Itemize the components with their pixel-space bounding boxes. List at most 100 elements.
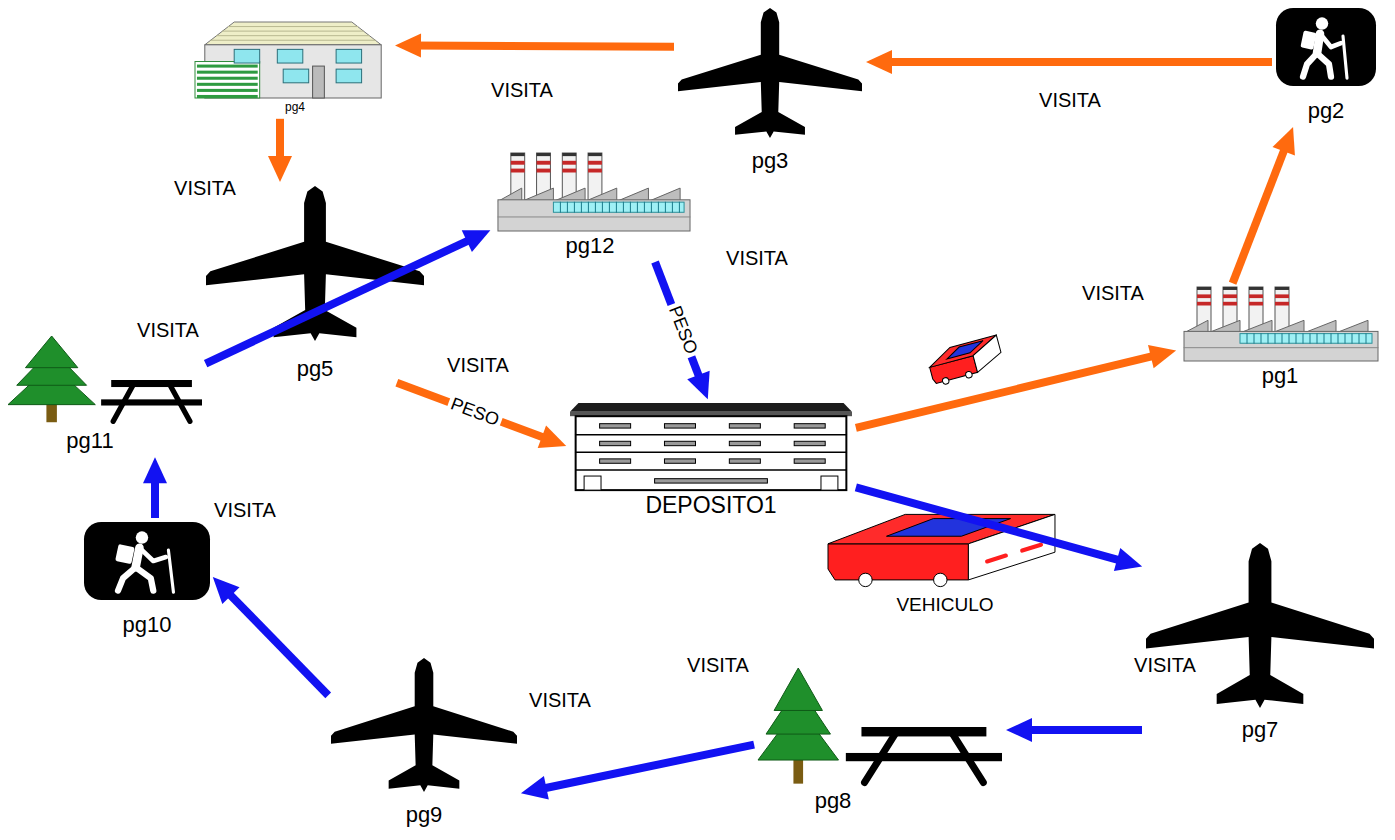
factory-node: pg1 xyxy=(1180,287,1380,388)
car-back xyxy=(970,335,1005,372)
arrow-head xyxy=(1148,345,1176,368)
flow-arrow xyxy=(655,262,710,399)
window-bar xyxy=(567,202,568,212)
garage-stripe xyxy=(197,77,258,80)
hiker-leg xyxy=(1303,53,1317,76)
warehouse-window xyxy=(664,459,695,463)
window-bar xyxy=(1359,334,1360,344)
window-bar xyxy=(1261,334,1262,344)
window-bar xyxy=(1310,334,1311,344)
window-bar xyxy=(1324,334,1325,344)
roof-line xyxy=(217,35,370,36)
chimney-band xyxy=(1223,302,1237,306)
chimney-band xyxy=(537,169,551,173)
arrow-head xyxy=(1114,548,1142,571)
window-bar xyxy=(679,202,680,212)
plane-icon xyxy=(331,658,517,802)
chimney-band xyxy=(537,161,551,165)
hiker-node: pg10 xyxy=(84,522,210,637)
house-drawing xyxy=(195,22,381,98)
node-label: pg7 xyxy=(1242,717,1279,742)
flow-arrow xyxy=(213,577,328,695)
chimney-band xyxy=(588,161,602,165)
picnic-drawing xyxy=(8,336,202,422)
plane-icon xyxy=(678,8,862,148)
garage-stripe xyxy=(197,65,258,68)
arrow-head xyxy=(1273,127,1295,156)
chimney-band xyxy=(1275,302,1289,306)
chimney-band xyxy=(1197,294,1211,298)
car-wheel xyxy=(934,573,947,586)
flow-arrow xyxy=(268,119,292,182)
picnic-drawing xyxy=(758,668,1002,784)
node-label: pg8 xyxy=(815,788,852,813)
window-bar xyxy=(1296,334,1297,344)
edge-label: VISITA xyxy=(488,79,556,102)
window-bar xyxy=(609,202,610,212)
hiker-leg xyxy=(136,567,154,590)
node-label: pg3 xyxy=(752,148,789,173)
hiker-drawing xyxy=(84,522,210,600)
arrow-line xyxy=(882,58,1272,66)
warehouse-window xyxy=(655,479,768,483)
arrow-head xyxy=(687,371,709,400)
arrow-head xyxy=(143,457,167,483)
roof-line xyxy=(228,26,357,27)
plane-node: pg9 xyxy=(331,658,517,827)
window-bar xyxy=(595,202,596,212)
free-label: VISITA xyxy=(726,247,788,270)
plane-node: pg7 xyxy=(1146,543,1374,742)
warehouse-window xyxy=(794,459,825,463)
car-node: VEHICULO xyxy=(828,506,1062,616)
window-bar xyxy=(644,202,645,212)
edge-label: VISITA xyxy=(171,177,239,200)
car-wheel xyxy=(859,573,872,586)
arrow-line xyxy=(224,588,329,695)
table-top xyxy=(111,380,192,387)
window-strip xyxy=(553,202,684,212)
window-bar xyxy=(1254,334,1255,344)
house-node: pg4 xyxy=(195,22,391,115)
node-label: pg5 xyxy=(297,356,334,381)
window-bar xyxy=(1289,334,1290,344)
warehouse-door xyxy=(821,476,838,490)
tree-crown xyxy=(25,336,77,368)
free-label: VISITA xyxy=(137,319,199,342)
chimney-band xyxy=(562,169,576,173)
plane-drawing xyxy=(331,658,517,792)
window-bar xyxy=(672,202,673,212)
warehouse-window xyxy=(729,459,760,463)
small-car-icon xyxy=(926,335,1005,387)
node-label: pg1 xyxy=(1262,363,1299,388)
edge-label: VISITA xyxy=(684,654,752,677)
chimney-cap xyxy=(588,153,602,156)
window-bar xyxy=(630,202,631,212)
window-bar xyxy=(658,202,659,212)
window-bar xyxy=(1303,334,1304,344)
picnic-node: pg11 xyxy=(8,336,202,453)
node-label: pg9 xyxy=(406,802,443,827)
factory-drawing xyxy=(498,153,690,231)
edge-label: VISITA xyxy=(526,689,594,712)
window-bar xyxy=(560,202,561,212)
arrow-line xyxy=(536,745,754,790)
hiker-icon xyxy=(84,522,210,612)
flow-arrow xyxy=(143,457,167,518)
roof-line xyxy=(211,40,376,41)
free-label: VISITA xyxy=(1134,654,1196,677)
roof-line xyxy=(222,31,363,32)
factory-body xyxy=(1184,331,1378,361)
edge-label: PESO xyxy=(663,300,702,360)
hiking-stick xyxy=(168,550,173,592)
hiker-leg xyxy=(118,567,136,590)
chimney-band xyxy=(1249,302,1263,306)
plane-drawing xyxy=(1146,543,1374,708)
node-label: pg2 xyxy=(1308,98,1345,123)
chimney-band xyxy=(1223,294,1237,298)
warehouse-window xyxy=(794,424,825,428)
edge-label: PESO xyxy=(445,393,505,432)
airplane-shape xyxy=(678,8,862,138)
hiker-backpack xyxy=(115,544,135,564)
car-wheel xyxy=(965,371,973,379)
